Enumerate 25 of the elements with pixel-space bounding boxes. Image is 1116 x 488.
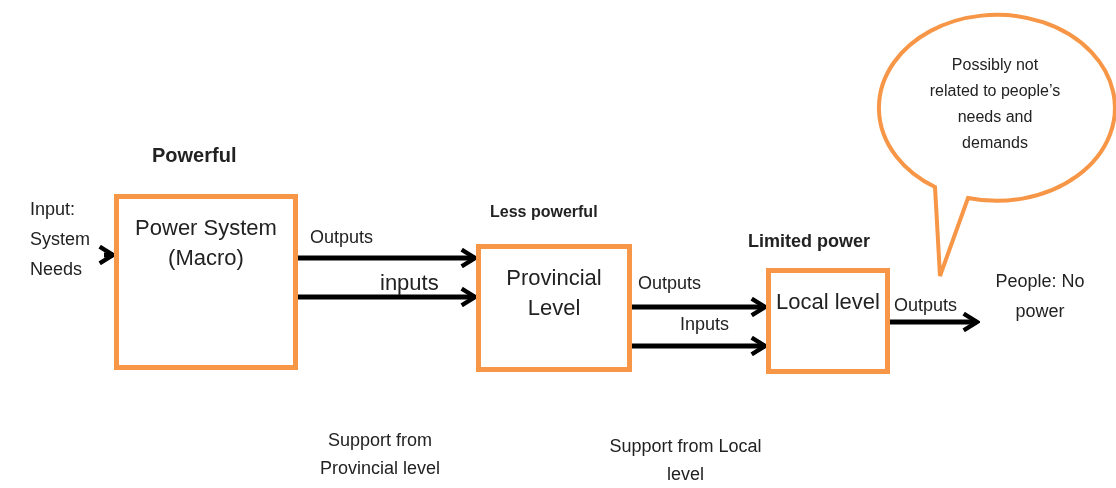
level-heading: Limited power bbox=[748, 230, 870, 253]
arrow bbox=[890, 311, 980, 333]
level-box bbox=[114, 194, 298, 370]
support-note: Support from Provincial level bbox=[318, 429, 442, 480]
edge-label: Outputs bbox=[310, 226, 374, 249]
box-label: Power System (Macro) bbox=[134, 214, 278, 272]
box-label: Provincial Level bbox=[505, 264, 603, 322]
level-box bbox=[766, 268, 890, 374]
arrow bbox=[298, 286, 478, 308]
arrow bbox=[298, 247, 478, 269]
node-text: People: No power bbox=[994, 270, 1086, 323]
edge-label: Inputs bbox=[680, 313, 730, 336]
edge-label: Outputs bbox=[638, 272, 702, 295]
node-text: Input: System Needs bbox=[30, 198, 91, 281]
bubble-text: Possibly not related to people’s needs and demands bbox=[928, 55, 1062, 153]
level-heading: Less powerful bbox=[490, 202, 598, 222]
arrow bbox=[632, 296, 768, 318]
support-note: Support from Local level bbox=[608, 435, 763, 486]
level-box bbox=[476, 244, 632, 372]
edge-label: Outputs bbox=[894, 294, 958, 317]
edge-label: inputs bbox=[380, 269, 439, 297]
box-label: Local level bbox=[775, 288, 881, 316]
arrow bbox=[97, 244, 116, 266]
level-heading: Powerful bbox=[152, 143, 237, 168]
arrow bbox=[632, 335, 768, 357]
